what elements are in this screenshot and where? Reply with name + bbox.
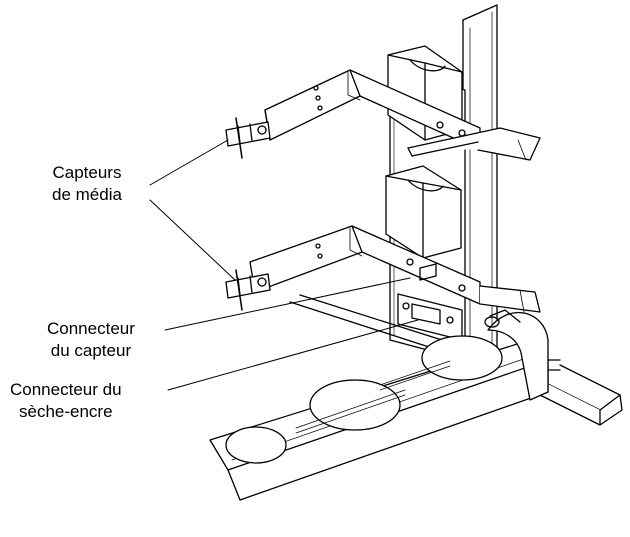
sensor-connector-label: Connecteur du capteur (47, 318, 135, 362)
leader-sensors-lower (149, 199, 236, 281)
sensor-connector-label-line2: du capteur (50, 341, 132, 360)
media-sensors-label: Capteurs de média (52, 162, 122, 206)
lower-media-sensor (225, 269, 271, 311)
leader-sensor-connector (164, 277, 411, 331)
upper-media-sensor (225, 117, 271, 159)
leader-sensors-upper (149, 139, 229, 186)
lower-foam-block (385, 165, 462, 259)
media-sensors-label-line1: Capteurs (52, 163, 122, 182)
dryer-connector-label-line1: Connecteur du (10, 380, 122, 399)
dryer-unit (209, 309, 549, 501)
dryer-connector-label-line2: sèche-encre (18, 402, 113, 421)
leader-dryer-connector (167, 319, 419, 391)
dryer-connector-label: Connecteur du sèche-encre (10, 379, 122, 423)
leader-lines (149, 139, 419, 391)
media-sensors-label-line2: de média (52, 185, 122, 204)
sensor-connector-label-line1: Connecteur (47, 319, 135, 338)
